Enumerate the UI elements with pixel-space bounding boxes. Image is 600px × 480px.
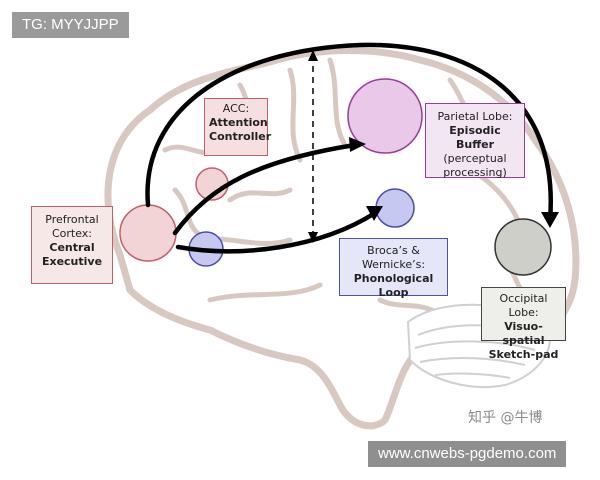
- pfc-line4: Executive: [41, 255, 103, 268]
- acc-line2: Attention: [209, 116, 268, 129]
- pfc-label-box: Prefrontal Cortex: Central Executive: [31, 206, 113, 284]
- dashed-arrowhead-down: [308, 232, 318, 243]
- broca-label-box: Broca’s & Wernicke’s: Phonological Loop: [339, 238, 448, 299]
- pfc-line2: Cortex:: [51, 227, 93, 240]
- occipital-node: [494, 218, 552, 276]
- acc-label-box: ACC: Attention Controller: [204, 98, 272, 156]
- pfc-node: [119, 204, 177, 262]
- parietal-node: [347, 78, 423, 154]
- occipital-line1: Occipital Lobe:: [499, 292, 548, 319]
- broca-line3: Phonological Loop: [353, 272, 434, 299]
- arrowhead-broca: [366, 206, 383, 221]
- parietal-label-box: Parietal Lobe: Episodic Buffer (perceptu…: [425, 103, 525, 179]
- acc-line1: ACC:: [222, 102, 250, 115]
- occipital-line3: Sketch-pad: [488, 348, 559, 361]
- bottom-tag[interactable]: www.cnwebs-pgdemo.com: [368, 441, 567, 467]
- parietal-line4: processing): [443, 166, 507, 179]
- arrow-pfc-to-occipital: [145, 42, 554, 223]
- arrow-pfc-to-parietal: [172, 142, 358, 236]
- arrows: [145, 42, 554, 254]
- pfc-line3: Central: [49, 241, 95, 254]
- pfc-line1: Prefrontal: [45, 213, 99, 226]
- parietal-line1: Parietal Lobe:: [437, 110, 513, 123]
- occipital-label-box: Occipital Lobe: Visuo-spatial Sketch-pad: [481, 287, 566, 361]
- zhihu-watermark: 知乎 @牛博: [468, 410, 543, 426]
- arrow-pfc-to-broca: [175, 210, 378, 254]
- broca-line2: Wernicke’s:: [361, 258, 426, 271]
- parietal-line3: (perceptual: [443, 152, 507, 165]
- arrowhead-parietal: [349, 137, 366, 152]
- occipital-line2: Visuo-spatial: [502, 320, 545, 347]
- dashed-arrowhead-up: [308, 50, 318, 61]
- broca-line1: Broca’s &: [367, 244, 420, 257]
- arrowhead-occipital: [541, 212, 559, 228]
- top-tag: TG: MYYJJPP: [12, 12, 129, 38]
- acc-line3: Controller: [209, 130, 272, 143]
- parietal-line2: Episodic Buffer: [449, 124, 501, 151]
